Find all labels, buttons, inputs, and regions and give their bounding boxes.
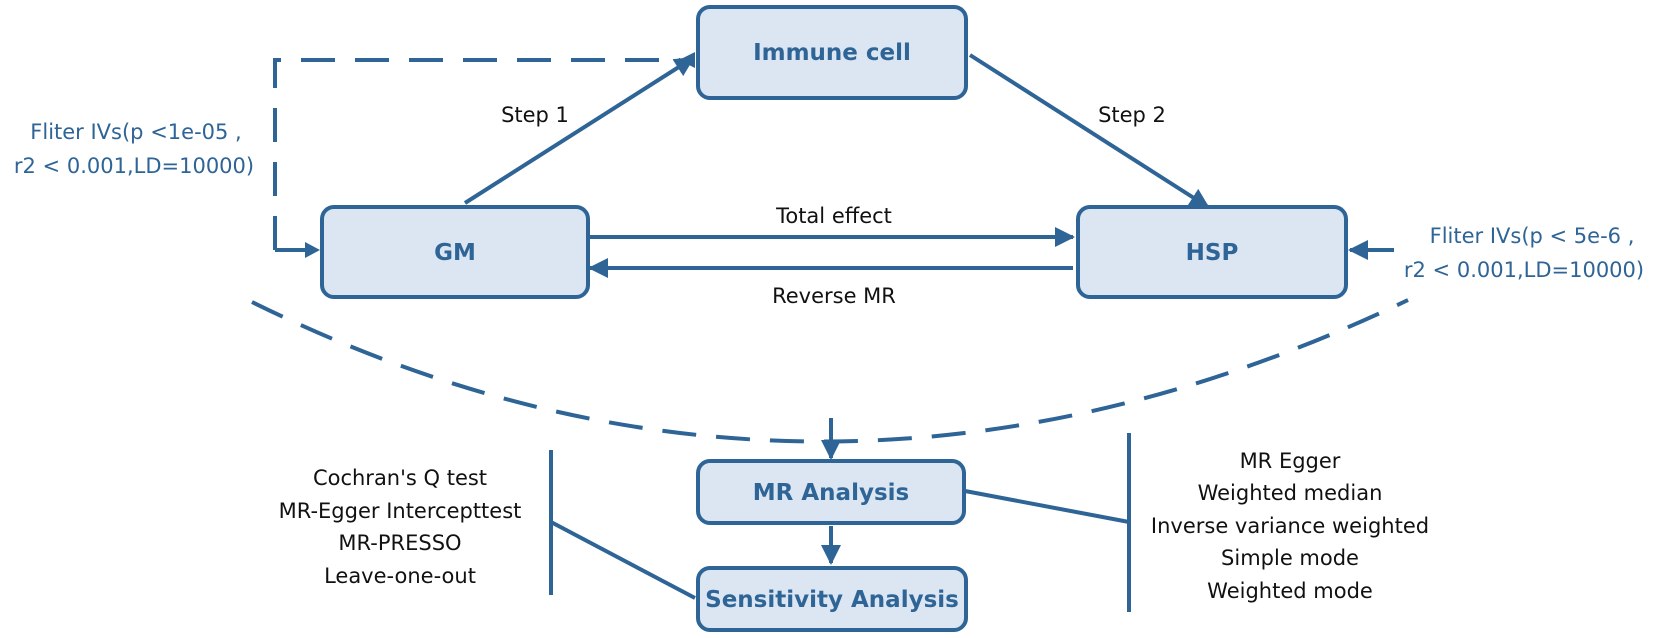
mr-method-item: Inverse variance weighted: [1151, 514, 1429, 538]
node-mr-analysis-label: MR Analysis: [753, 480, 909, 506]
sensitivity-method-item: MR-PRESSO: [338, 531, 461, 555]
node-gm: GM: [320, 205, 590, 299]
sensitivity-method-item: Cochran's Q test: [313, 466, 487, 490]
mr-method-item: Simple mode: [1221, 546, 1359, 570]
total-effect-label: Total effect: [775, 204, 892, 228]
node-hsp: HSP: [1076, 205, 1348, 299]
sensitivity-method-item: Leave-one-out: [324, 564, 476, 588]
left-filter-label-line1: Fliter IVs(p <1e-05 ,: [30, 120, 241, 144]
mr-methods-list: MR Egger Weighted median Inverse varianc…: [1151, 449, 1429, 603]
mr-method-item: MR Egger: [1240, 449, 1341, 473]
right-filter-label-line1: Fliter IVs(p < 5e-6 ,: [1430, 224, 1635, 248]
mr-method-item: Weighted mode: [1207, 579, 1373, 603]
step2-label: Step 2: [1098, 103, 1166, 127]
left-filter-arrowhead-top: [679, 52, 695, 68]
node-sensitivity-analysis-label: Sensitivity Analysis: [705, 587, 959, 613]
left-filter-dashed-path: [273, 58, 680, 250]
node-hsp-label: HSP: [1186, 240, 1239, 266]
left-filter-label-line2: r2 < 0.001,LD=10000): [14, 154, 254, 178]
right-filter-label-line2: r2 < 0.001,LD=10000): [1404, 258, 1644, 282]
mr-method-item: Weighted median: [1198, 481, 1383, 505]
left-filter-arrowhead-gm: [305, 242, 320, 258]
node-gm-label: GM: [434, 240, 476, 266]
step2-arrow: [968, 53, 1210, 209]
node-mr-analysis: MR Analysis: [696, 459, 966, 525]
node-immune-cell-label: Immune cell: [753, 40, 911, 66]
node-immune-cell: Immune cell: [696, 5, 968, 100]
node-sensitivity-analysis: Sensitivity Analysis: [696, 566, 968, 632]
sensitivity-bracket-connector: [550, 520, 696, 600]
step1-label: Step 1: [501, 103, 569, 127]
sensitivity-methods-list: Cochran's Q test MR-Egger Intercepttest …: [279, 466, 522, 588]
reverse-mr-label: Reverse MR: [772, 284, 896, 308]
mr-methods-bracket-connector: [964, 489, 1130, 524]
step1-arrow: [463, 56, 695, 205]
sensitivity-method-item: MR-Egger Intercepttest: [279, 499, 522, 523]
